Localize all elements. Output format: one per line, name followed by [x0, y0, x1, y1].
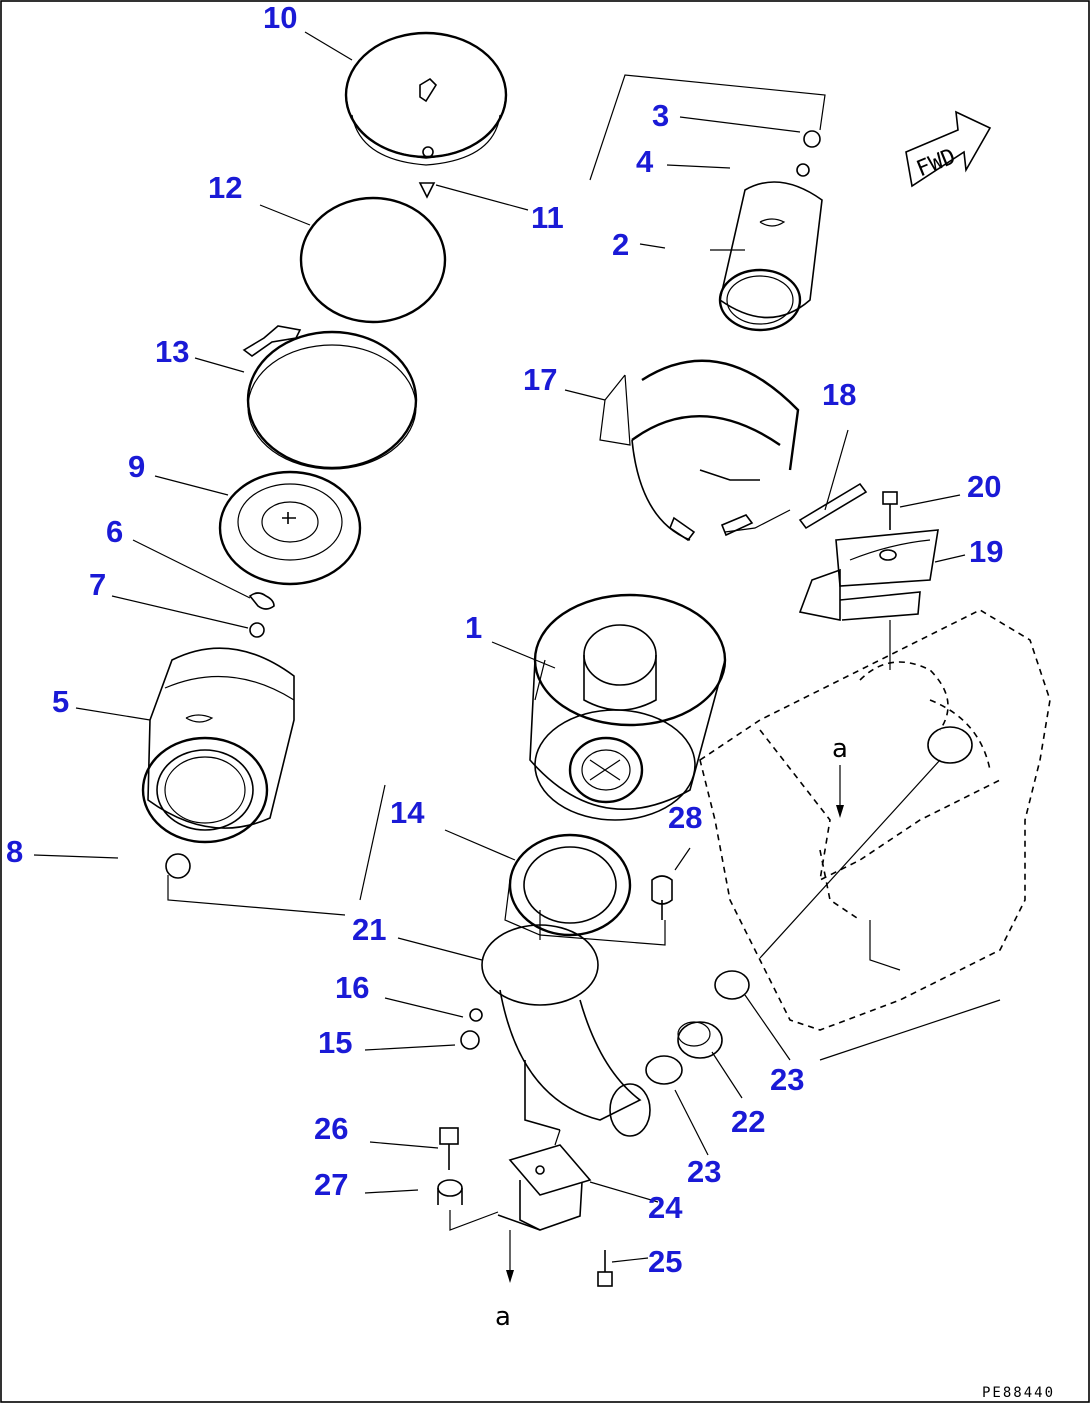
label-part-14: 14	[390, 795, 425, 830]
label-part-3: 3	[652, 98, 669, 133]
label-part-8: 8	[6, 834, 23, 869]
part-safety-element	[718, 181, 823, 332]
label-part-17: 17	[523, 362, 557, 397]
fwd-arrow-icon: FWD	[905, 110, 992, 188]
part-outer-element	[141, 647, 295, 844]
part-long-bolt	[798, 482, 868, 530]
label-part-9: 9	[128, 449, 145, 484]
part-nut	[803, 130, 821, 148]
arrowhead-upper	[836, 805, 844, 818]
part-bolt-lower-right	[597, 1250, 613, 1287]
part-o-ring	[299, 196, 447, 324]
part-cover-nut	[418, 182, 436, 199]
label-part-22: 22	[731, 1104, 765, 1139]
part-evacuator-valve	[165, 853, 191, 879]
part-elbow	[481, 924, 651, 1137]
part-washer	[249, 622, 265, 638]
part-gasket	[508, 833, 632, 937]
part-small-washer	[796, 163, 810, 177]
part-bolt-small	[460, 1030, 480, 1050]
label-part-21: 21	[352, 912, 386, 947]
part-dust-indicator	[651, 875, 673, 920]
label-part-5: 5	[52, 684, 69, 719]
reference-mark-lower: a	[495, 1302, 511, 1332]
label-part-20: 20	[967, 469, 1001, 504]
part-band-clamp	[242, 325, 418, 470]
label-part-15: 15	[318, 1025, 352, 1060]
label-part-7: 7	[89, 567, 106, 602]
label-part-6: 6	[106, 514, 123, 549]
part-spacer	[437, 1179, 463, 1205]
part-bracket-lower	[497, 1144, 592, 1231]
label-part-12: 12	[208, 170, 242, 205]
part-wing-nut	[248, 592, 275, 610]
part-mounting-band	[631, 359, 800, 542]
label-part-16: 16	[335, 970, 369, 1005]
label-part-11: 11	[531, 200, 564, 235]
label-part-23-upper: 23	[770, 1062, 804, 1097]
label-part-10: 10	[263, 0, 297, 35]
label-part-23-lower: 23	[687, 1154, 721, 1189]
part-cover	[344, 31, 508, 166]
label-part-13: 13	[155, 334, 189, 369]
part-element-cover	[218, 470, 362, 586]
part-bolt-upper	[882, 491, 898, 530]
part-spring-washer	[469, 1008, 483, 1022]
label-part-28: 28	[668, 800, 702, 835]
label-part-26: 26	[314, 1111, 348, 1146]
direction-label: FWD	[913, 144, 959, 182]
label-part-25: 25	[648, 1244, 682, 1279]
part-hose	[677, 1021, 723, 1059]
label-part-24: 24	[648, 1190, 683, 1225]
part-labels: 10 3 4 12 11 2 13 17 18 9 20 6 19 7 1 5 …	[6, 0, 1003, 1279]
label-part-27: 27	[314, 1167, 348, 1202]
part-hose-clamp-upper	[714, 970, 750, 1000]
part-air-cleaner-body	[529, 593, 727, 821]
engine-outline	[699, 609, 1051, 1031]
part-bolt-lower-left	[439, 1127, 459, 1170]
drawing-code: PE88440	[982, 1385, 1055, 1401]
label-part-19: 19	[969, 534, 1003, 569]
label-part-1: 1	[465, 610, 482, 645]
part-hose-clamp-lower	[645, 1055, 683, 1085]
label-part-4: 4	[636, 144, 654, 179]
arrowhead-lower	[506, 1270, 514, 1283]
label-part-2: 2	[612, 227, 629, 262]
leader-lines	[33, 31, 1001, 1270]
part-bracket-upper	[798, 529, 939, 621]
reference-mark-upper: a	[832, 734, 848, 764]
label-part-18: 18	[822, 377, 856, 412]
